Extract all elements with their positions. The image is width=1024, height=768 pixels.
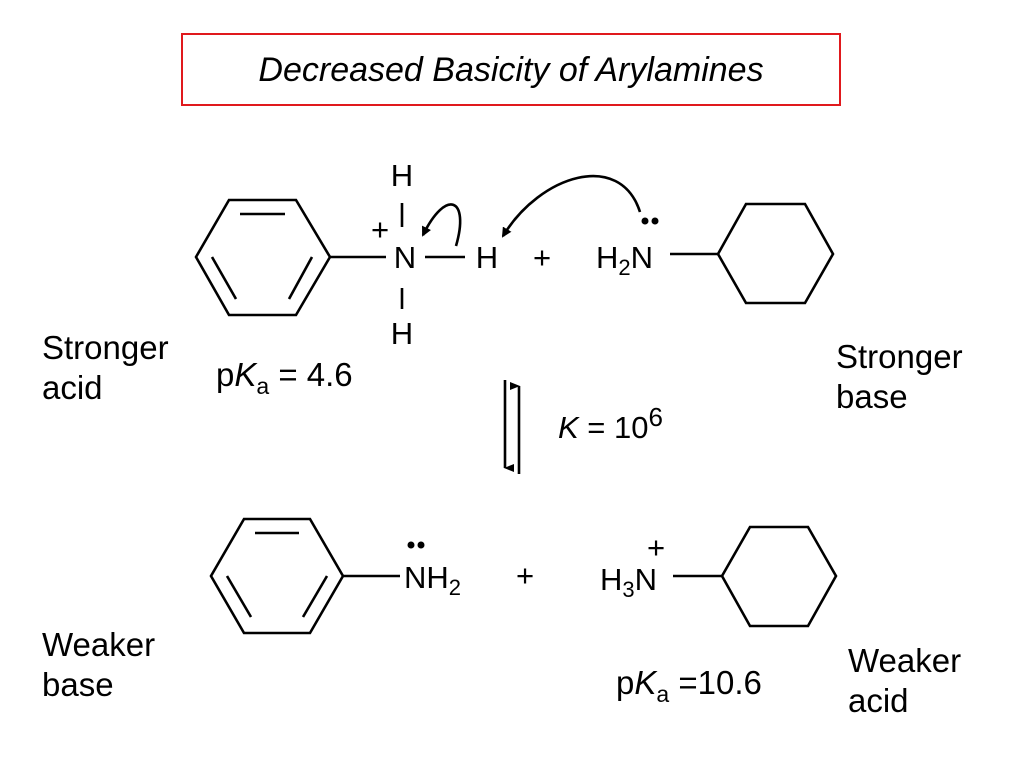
weaker-base-line-2: base bbox=[42, 666, 114, 703]
stronger-base-label: Stronger base bbox=[836, 337, 963, 417]
pka-bottom-value: =10.6 bbox=[669, 664, 762, 701]
anilinium-charge: + bbox=[371, 212, 389, 247]
title-box: Decreased Basicity of Arylamines bbox=[181, 33, 841, 106]
equilibrium-k-symbol: K bbox=[558, 410, 580, 445]
stronger-acid-label: Stronger acid bbox=[42, 328, 169, 408]
aniline-lone-pair-dot-left bbox=[407, 541, 415, 549]
pka-top: pKa = 4.6 bbox=[216, 355, 353, 399]
cyclohexylammonium-charge: + bbox=[647, 530, 665, 565]
equilibrium-k-exponent: 6 bbox=[649, 402, 663, 432]
cyclohexylamine-formula: H2N bbox=[596, 240, 653, 280]
cyclohexylamine-ring bbox=[716, 202, 835, 305]
aniline-amino-group: NH2 bbox=[404, 560, 461, 600]
aniline-h: H bbox=[426, 560, 448, 595]
aniline-lone-pair-dot-right bbox=[417, 541, 425, 549]
lone-pair-curved-arrow bbox=[501, 174, 642, 238]
weaker-acid-line-1: Weaker bbox=[848, 642, 962, 679]
aniline-benzene-ring bbox=[209, 517, 345, 635]
equilibrium-k-text: = 10 bbox=[579, 410, 649, 445]
pka-top-p: p bbox=[216, 356, 235, 393]
cyclohexylammonium-ring bbox=[720, 525, 838, 628]
anilinium-bottom-h: H bbox=[391, 316, 413, 351]
cyclohexylamine-lone-pair-dot-right bbox=[651, 217, 659, 225]
anilinium-benzene-ring bbox=[194, 198, 332, 317]
stronger-acid-line-1: Stronger bbox=[42, 329, 169, 366]
aniline-h-count: 2 bbox=[449, 575, 461, 600]
equilibrium-constant: K = 106 bbox=[558, 402, 663, 445]
cyclohexylammonium-n: N bbox=[635, 562, 657, 597]
weaker-base-line-1: Weaker bbox=[42, 626, 156, 663]
bottom-plus-sign: + bbox=[516, 558, 534, 593]
cyclohexylamine-h: H bbox=[596, 240, 618, 275]
anilinium-n: N bbox=[394, 240, 416, 275]
anilinium-right-h: H bbox=[476, 240, 498, 275]
weaker-base-label: Weaker base bbox=[42, 625, 155, 705]
pka-top-value: = 4.6 bbox=[269, 356, 353, 393]
cyclohexylammonium-formula: H3N bbox=[600, 562, 657, 602]
page-title: Decreased Basicity of Arylamines bbox=[258, 50, 764, 89]
pka-top-sub: a bbox=[256, 373, 270, 399]
pka-top-k: K bbox=[234, 356, 257, 393]
bond-to-nitrogen-curved-arrow bbox=[421, 203, 462, 247]
stronger-base-line-1: Stronger bbox=[836, 338, 963, 375]
cyclohexylamine-lone-pair-dot-left bbox=[641, 217, 649, 225]
weaker-acid-line-2: acid bbox=[848, 682, 909, 719]
cyclohexylamine-n: N bbox=[631, 240, 653, 275]
cyclohexylammonium-h-count: 3 bbox=[622, 577, 634, 602]
pka-bottom-k: K bbox=[634, 664, 657, 701]
pka-bottom: pKa =10.6 bbox=[616, 663, 762, 707]
pka-bottom-sub: a bbox=[656, 681, 670, 707]
pka-bottom-p: p bbox=[616, 664, 635, 701]
aniline-n: N bbox=[404, 560, 426, 595]
top-plus-sign: + bbox=[533, 240, 551, 275]
cyclohexylamine-h-count: 2 bbox=[618, 255, 630, 280]
anilinium-top-h: H bbox=[391, 158, 413, 193]
weaker-acid-label: Weaker acid bbox=[848, 641, 961, 721]
stronger-acid-line-2: acid bbox=[42, 369, 103, 406]
stronger-base-line-2: base bbox=[836, 378, 908, 415]
cyclohexylammonium-h: H bbox=[600, 562, 622, 597]
